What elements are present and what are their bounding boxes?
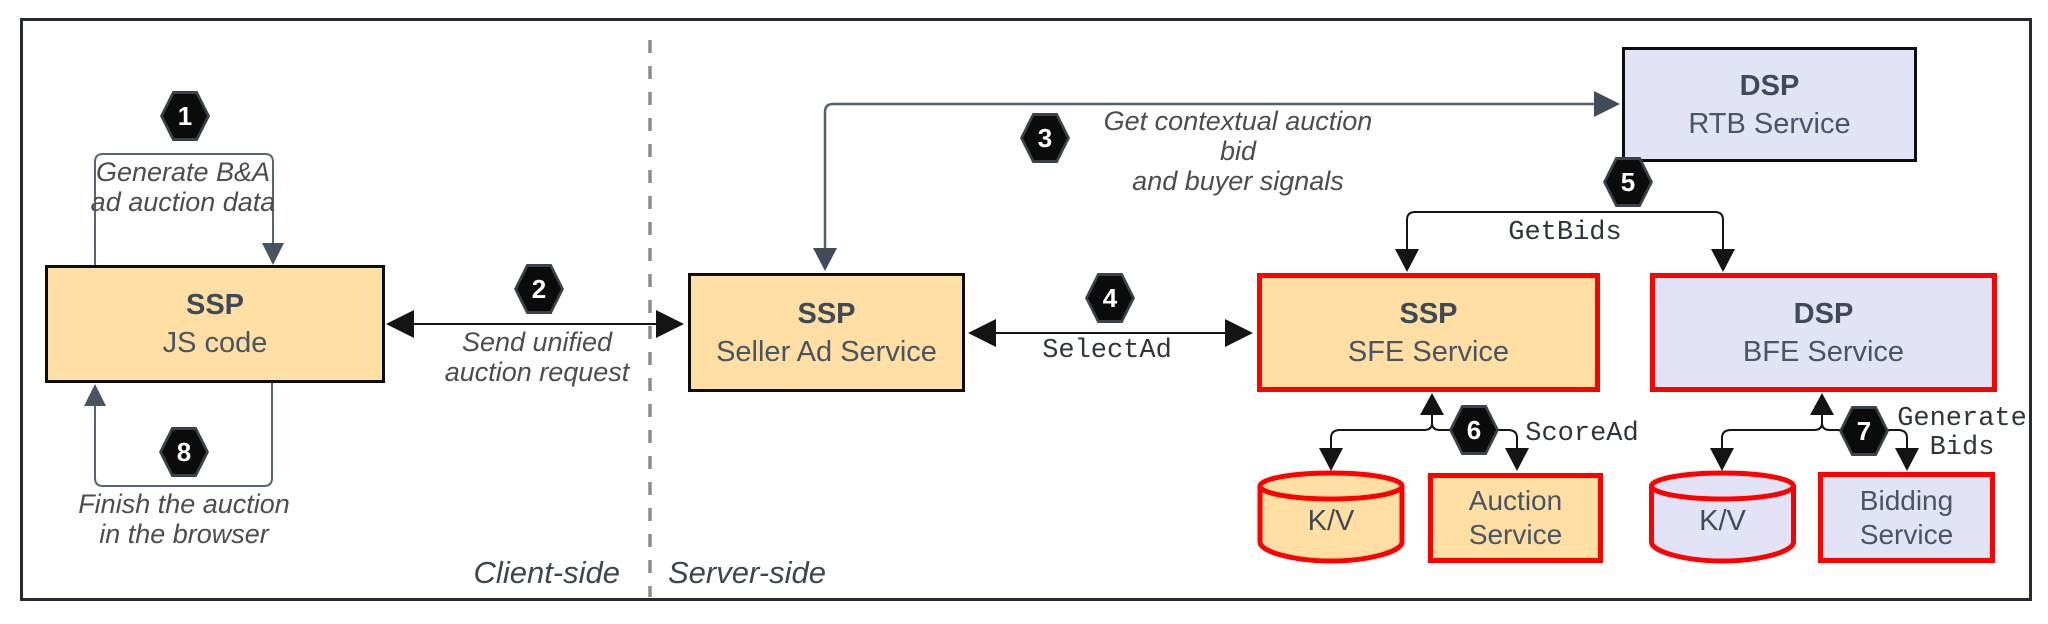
step-3-badge: 3 (1020, 113, 1070, 163)
node-title: SSP (185, 289, 245, 321)
node-title: DSP (1793, 297, 1854, 330)
node-subtitle: JS code (162, 327, 268, 359)
step-1-badge: 1 (160, 91, 210, 141)
node-subtitle: RTB Service (1688, 107, 1851, 140)
kv-label: K/V (1307, 505, 1355, 537)
node-label-line: Bidding (1859, 484, 1954, 516)
step-7-label: Generate Bids (1897, 404, 2027, 463)
step-4-badge: 4 (1085, 273, 1135, 323)
node-label-line: Service (1859, 518, 1954, 550)
diagram-frame (20, 18, 2032, 601)
kv-label: K/V (1699, 505, 1746, 537)
node-subtitle: BFE Service (1742, 335, 1905, 368)
step-4-label: SelectAd (1042, 336, 1172, 366)
step-5-badge: 5 (1603, 157, 1653, 207)
node-dsp-kv-store: K/V (1646, 469, 1799, 564)
step-2-badge: 2 (514, 264, 564, 314)
step-8-label: Finish the auction in the browser (78, 489, 290, 549)
node-ssp-seller-ad-service: SSP Seller Ad Service (688, 273, 965, 392)
step-6-label: ScoreAd (1525, 419, 1639, 449)
node-ssp-kv-store: K/V (1255, 469, 1407, 564)
node-label-line: Auction (1468, 485, 1563, 516)
node-dsp-bfe-service: DSP BFE Service (1650, 273, 1997, 392)
node-title: SSP (797, 297, 856, 330)
step-1-label: Generate B&A ad auction data (90, 157, 276, 217)
node-title: SSP (1399, 297, 1458, 330)
node-bidding-service: Bidding Service (1818, 472, 1995, 563)
node-dsp-rtb-service: DSP RTB Service (1622, 47, 1917, 162)
cylinder-icon (1649, 470, 1796, 564)
node-title: DSP (1739, 69, 1800, 102)
node-auction-service: Auction Service (1428, 473, 1603, 563)
node-subtitle: SFE Service (1347, 335, 1510, 368)
client-side-label: Client-side (473, 555, 620, 590)
node-subtitle: Seller Ad Service (716, 335, 937, 368)
step-5-label: GetBids (1508, 218, 1622, 248)
step-8-badge: 8 (159, 427, 209, 477)
step-2-label: Send unified auction request (444, 327, 630, 387)
node-ssp-js-code: SSP JS code (45, 265, 385, 383)
node-ssp-sfe-service: SSP SFE Service (1257, 273, 1600, 392)
cylinder-icon (1257, 470, 1405, 564)
server-side-label: Server-side (668, 555, 826, 590)
step-3-label: Get contextual auction bid and buyer sig… (1103, 106, 1373, 196)
node-label-line: Service (1468, 519, 1563, 550)
